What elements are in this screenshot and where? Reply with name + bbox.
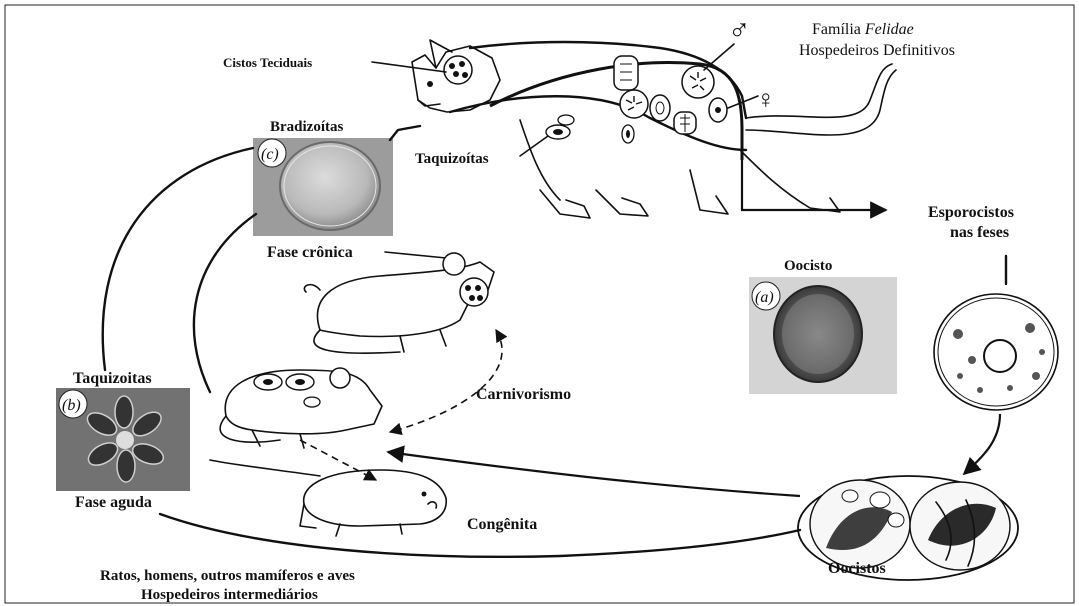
panel-a-label: (a): [755, 289, 774, 306]
family-label: Família Felidae: [812, 21, 914, 38]
cycle-line-left-inner: [194, 214, 256, 392]
oocyst-single-label: Oocisto: [784, 258, 832, 274]
oocysts-label: Oocistos: [828, 560, 886, 577]
female-symbol: ♀: [756, 85, 776, 114]
intermediate-hosts-line1: Ratos, homens, outros mamíferos e aves: [100, 568, 355, 584]
cycle-line-bottom-inner: [210, 460, 320, 476]
bradyzoites-label: Bradizoítas: [270, 119, 343, 135]
panel-b-label: (b): [62, 397, 81, 414]
sporocysts-label-line1: Esporocistos: [928, 204, 1014, 221]
chronic-phase-label: Fase crônica: [267, 244, 353, 261]
cat-tachyzoites-pointer: [520, 136, 548, 156]
mouse-newborn: [300, 470, 446, 536]
mouse-acute: [220, 368, 382, 448]
male-symbol: ♂: [728, 14, 751, 47]
cycle-line-left-outer: [103, 148, 253, 370]
ingestion-arrow: [388, 452, 800, 496]
cat-mouth-pointer: [390, 126, 420, 140]
male-pointer-line: [704, 44, 734, 70]
cat-illustration: [412, 40, 896, 218]
acute-phase-label: Fase aguda: [75, 494, 152, 511]
unsporulated-oocyst-drawing: [934, 294, 1058, 410]
intermediate-hosts-line2: Hospedeiros intermediários: [141, 587, 318, 603]
congenital-label: Congênita: [467, 516, 537, 533]
tissue-cysts-label: Cistos Teciduais: [223, 55, 312, 70]
sporulation-arrow: [964, 414, 1000, 474]
mouse-chronic: [304, 253, 494, 353]
sporocysts-label-line2: nas feses: [950, 224, 1009, 241]
cat-tachyzoites-label: Taquizoítas: [415, 151, 489, 167]
tachyzoites-left-label: Taquizoitas: [73, 370, 152, 387]
panel-c-label: (c): [261, 146, 279, 163]
carnivorism-label: Carnivorismo: [476, 386, 571, 403]
definitive-hosts-label: Hospedeiros Definitivos: [799, 42, 955, 59]
feces-arrow: [742, 150, 886, 210]
chronic-phase-pointer: [385, 252, 446, 258]
